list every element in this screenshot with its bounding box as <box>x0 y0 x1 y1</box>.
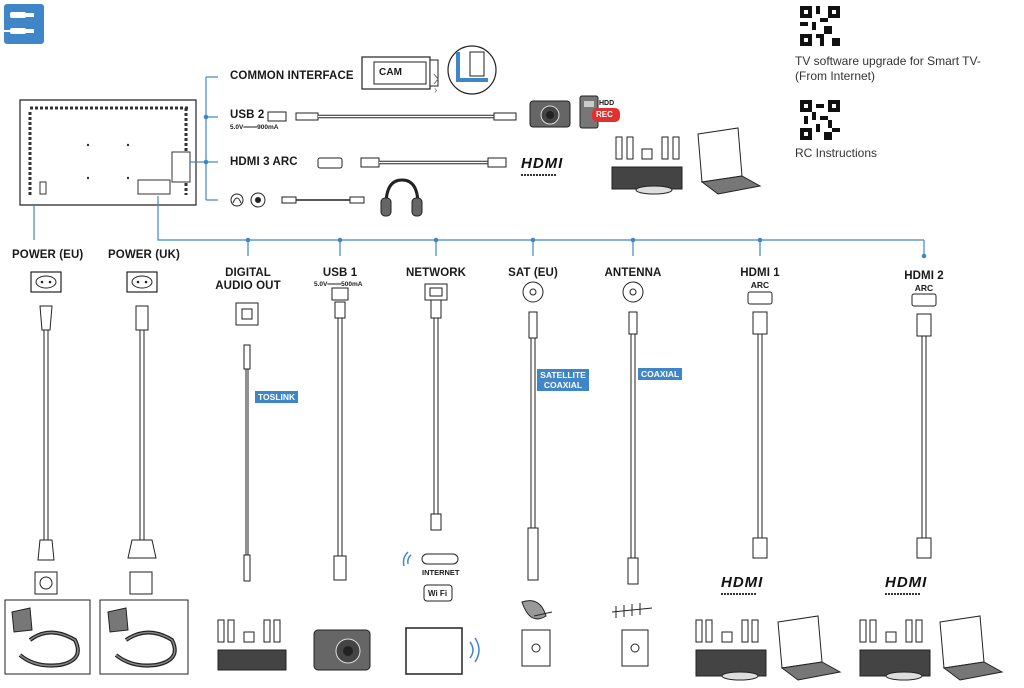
internet-label: INTERNET <box>422 568 460 577</box>
power-eu-plug-icon <box>4 599 91 675</box>
wifi-label: Wi Fi <box>428 589 448 598</box>
laptop-icon <box>697 127 762 195</box>
hdd-icon <box>579 95 620 129</box>
router-icon <box>402 551 459 567</box>
satellite-coaxial-tag: SATELLITE COAXIAL <box>537 369 589 391</box>
home-theater-hdmi1-icon <box>695 619 767 681</box>
software-upgrade-text: TV software upgrade for Smart TV- (From … <box>795 54 981 83</box>
camera-bottom-icon <box>313 629 371 671</box>
wifi-logo-icon <box>423 584 453 602</box>
svg-text:›: › <box>434 85 437 96</box>
tv-back-panel <box>19 99 197 206</box>
cam-label: CAM <box>379 67 403 78</box>
hdmi-logo-top: HDMI <box>521 155 564 176</box>
audio-receiver-icon <box>217 619 287 671</box>
qr-code-rc-icon <box>800 100 840 140</box>
cam-module <box>361 56 439 90</box>
usb1-spec-label: 5.0V═══500mA <box>314 281 363 288</box>
coaxial-tag: COAXIAL <box>638 368 683 380</box>
connection-icon <box>4 4 44 44</box>
power-uk-socket-icon <box>126 271 158 293</box>
usb2-spec-label: 5.0V═══900mA <box>230 124 279 131</box>
digital-audio-out-label: DIGITAL AUDIO OUT <box>215 267 281 292</box>
power-uk-label: POWER (UK) <box>108 249 180 261</box>
port-lines <box>33 76 925 256</box>
headphones-icon <box>380 178 423 217</box>
qr-code-upgrade-icon <box>800 6 840 46</box>
usb1-label: USB 1 <box>322 267 358 279</box>
hdmi1-label: HDMI 1 <box>740 267 780 279</box>
tv-wifi-icon <box>405 627 480 675</box>
antenna-icon <box>611 603 653 667</box>
toslink-tag: TOSLINK <box>255 391 299 403</box>
hdmi-logo-hdmi2: HDMI <box>885 574 928 595</box>
power-uk-plug-icon <box>99 599 189 675</box>
rc-instructions-text: RC Instructions <box>795 146 878 160</box>
laptop-hdmi2-icon <box>939 615 1004 681</box>
satellite-dish-icon <box>521 600 553 667</box>
antenna-label: ANTENNA <box>604 267 662 279</box>
hdmi2-arc-label: ARC <box>914 283 934 293</box>
home-theater-icon <box>611 136 683 195</box>
hdmi-logo-hdmi1: HDMI <box>721 574 764 595</box>
cam-zoom <box>447 45 497 95</box>
network-label: NETWORK <box>405 267 467 279</box>
common-interface-label: COMMON INTERFACE <box>230 70 354 82</box>
hdmi1-arc-label: ARC <box>750 280 770 290</box>
hdmi3-label: HDMI 3 ARC <box>230 156 298 168</box>
hdd-label: HDD <box>599 100 615 107</box>
sat-label: SAT (EU) <box>508 267 558 279</box>
hdmi2-label: HDMI 2 <box>904 270 944 282</box>
home-theater-hdmi2-icon <box>859 619 931 681</box>
rec-label: REC <box>596 110 613 119</box>
power-eu-label: POWER (EU) <box>12 249 84 261</box>
laptop-hdmi1-icon <box>777 615 842 681</box>
power-eu-socket-icon <box>30 271 62 293</box>
camera-icon <box>529 100 571 128</box>
usb2-label: USB 2 <box>230 109 265 121</box>
